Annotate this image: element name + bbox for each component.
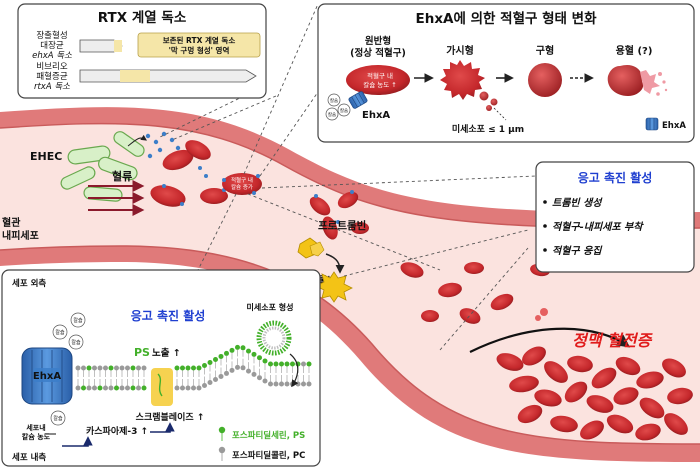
discocyte-calcium-2: 칼슘 농도 ↑ <box>363 80 397 89</box>
vibrio-toxin-label-1: 비브리오 <box>36 62 67 72</box>
vibrio-toxin-label-2: 패혈증균 <box>36 71 67 82</box>
rtx-title: RTX 계열 독소 <box>98 9 187 26</box>
rbc-calcium-label-1: 적혈구 내 <box>231 176 253 184</box>
echinocyte-rbc <box>440 60 485 100</box>
ehxa-pore-small <box>348 91 368 109</box>
lipid-bilayer <box>75 344 312 391</box>
outside-label: 세포 외측 <box>12 278 46 289</box>
ehec-toxin-label-3: ehxA 독소 <box>32 51 72 61</box>
procoag-item-0: 트롬빈 생성 <box>552 197 603 209</box>
endothelium-label-1: 혈관 <box>2 216 21 229</box>
hemolysis-rbc <box>607 64 644 96</box>
legend-ehxa-icon <box>645 117 659 131</box>
vessel-rbcs <box>150 140 550 324</box>
prothrombin-shape <box>297 237 325 259</box>
conserved-label-2: '막 구멍 형성' 영역 <box>169 45 230 55</box>
microvesicle-size-label: 미세소포 ≤ 1 μm <box>452 123 524 135</box>
calcium-bubbles: 칼슘 칼슘 칼슘 <box>325 93 351 121</box>
procoagulant-panel: 응고 촉진 활성 트롬빈 생성 적혈구-내피세포 부착 적혈구 응집 <box>535 161 695 273</box>
thrombus-cluster <box>496 308 693 441</box>
intracellular-label-1: 세포내 <box>26 423 45 432</box>
svg-text:칼슘: 칼슘 <box>55 329 65 336</box>
rtxa-gene-bar <box>79 69 257 83</box>
membrane-panel: 세포 외측 세포 내측 응고 촉진 활성 미세소포 형성 PS 노출 ↑ 스크램… <box>1 269 321 467</box>
procoag-item-1: 적혈구-내피세포 부착 <box>552 221 644 233</box>
morph-ehxa-label: EhxA <box>362 110 390 121</box>
ehec-label: EHEC <box>30 150 62 163</box>
endothelium-label-2: 내피세포 <box>2 229 39 242</box>
conserved-region-box <box>137 32 261 58</box>
legend-pc-icon <box>218 446 226 461</box>
rbc-calcium-increase: 적혈구 내 칼슘 증가 <box>222 173 262 195</box>
svg-text:칼슘: 칼슘 <box>330 97 338 104</box>
conserved-label-1: 보존된 RTX 계열 독소 <box>163 35 236 45</box>
thrombosis-label: 정맥 혈전증 <box>572 331 653 350</box>
svg-text:칼슘: 칼슘 <box>71 339 81 346</box>
discocyte-label-1: 원반형 <box>365 35 391 47</box>
svg-text:칼슘: 칼슘 <box>328 111 336 118</box>
microvesicle <box>256 320 292 356</box>
legend-ps-icon <box>218 426 226 441</box>
ehec-toxin-label-1: 장출혈성 <box>36 30 67 41</box>
caspase-label: 카스파아제-3 ↑ <box>86 425 148 437</box>
svg-text:칼슘: 칼슘 <box>340 107 348 114</box>
vibrio-toxin-label-3: rtxA 독소 <box>34 82 70 92</box>
blood-flow-arrows <box>88 180 145 216</box>
legend-ehxa-label: EhxA <box>662 121 686 131</box>
dashed-connectors <box>157 3 537 351</box>
ehec-toxin-label-2: 대장균 <box>40 40 64 51</box>
svg-text:칼슘: 칼슘 <box>53 415 63 422</box>
procoag-title: 응고 촉진 활성 <box>578 170 653 185</box>
thrombosis-arrow <box>469 327 631 353</box>
membrane-title: 응고 촉진 활성 <box>131 308 206 323</box>
membrane-calcium-bubbles: 칼슘 칼슘 칼슘 칼슘 <box>50 312 86 426</box>
legend-ps-label: 포스파티딜세린, PS <box>232 430 305 441</box>
morphology-panel: EhxA에 의한 적혈구 형태 변화 원반형 (정상 적혈구) 적혈구 내 칼슘… <box>317 3 695 143</box>
membrane-ehxa-label: EhxA <box>33 371 61 382</box>
morph-title: EhxA에 의한 적혈구 형태 변화 <box>416 10 598 27</box>
scramblase-shape <box>151 368 173 406</box>
procoag-item-2: 적혈구 응집 <box>552 245 603 257</box>
ps-exposure-label: PS <box>134 346 150 359</box>
spherocyte-rbc <box>528 63 562 97</box>
echinocyte-label: 가시형 <box>446 44 474 57</box>
prothrombin-label: 프로트롬빈 <box>318 219 366 232</box>
thrombin-shape <box>315 271 353 303</box>
intracellular-label-2: 칼슘 농도 <box>22 432 51 441</box>
ps-exposure-suffix: 노출 ↑ <box>152 347 181 359</box>
discocyte-label-2: (정상 적혈구) <box>350 47 406 59</box>
svg-text:칼슘: 칼슘 <box>73 317 83 324</box>
microvesicle-formation-label: 미세소포 형성 <box>247 302 294 312</box>
inside-label: 세포 내측 <box>12 452 46 463</box>
blood-flow-label: 혈류 <box>112 169 132 183</box>
discocyte-rbc <box>346 65 410 95</box>
discocyte-calcium-1: 적혈구 내 <box>367 71 393 80</box>
ehxa-pore-large <box>21 347 73 405</box>
scramblase-label: 스크램블레이즈 ↑ <box>136 411 205 423</box>
rtx-toxin-panel: RTX 계열 독소 장출혈성 대장균 ehxA 독소 보존된 RTX 계열 독소… <box>17 3 267 99</box>
legend-pc-label: 포스파티딜콜린, PC <box>232 450 305 461</box>
hemolysis-label: 용혈 (?) <box>616 44 653 57</box>
ehec-bacteria <box>60 131 145 202</box>
rbc-calcium-label-2: 칼슘 증가 <box>231 183 253 191</box>
spherocyte-label: 구형 <box>536 44 554 57</box>
